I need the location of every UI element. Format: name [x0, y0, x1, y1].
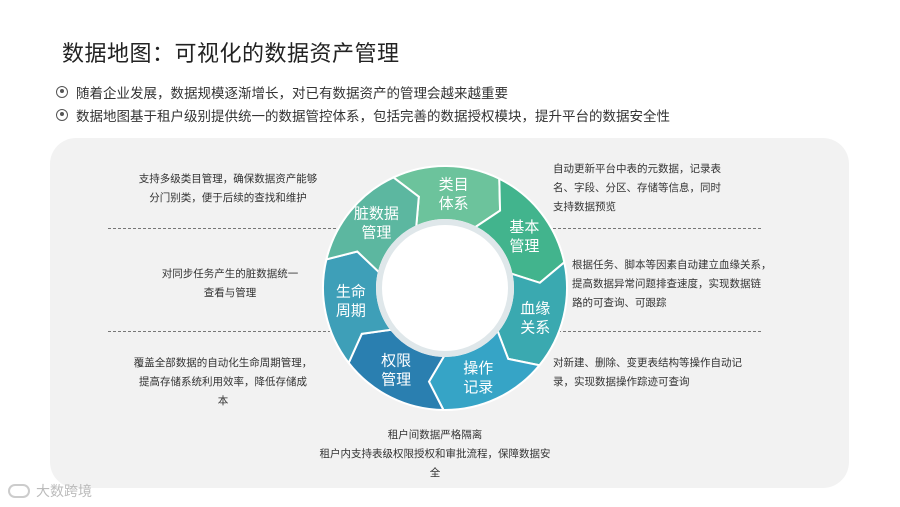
bullet-text: 随着企业发展，数据规模逐渐增长，对已有数据资产的管理会越来越重要	[76, 85, 508, 102]
desc-line: 租户间数据严格隔离	[387, 429, 483, 441]
cycle-segment-label: 记录	[463, 378, 493, 396]
lifecycle-description: 覆盖全部数据的自动化生命周期管理， 提高存储系统利用效率，降低存储成 本	[108, 354, 338, 411]
dirty-data-description: 对同步任务产生的脏数据统一 查看与管理	[130, 265, 330, 303]
basic-description: 自动更新平台中表的元数据，记录表 名、字段、分区、存储等信息，同时 支持数据预览	[553, 160, 753, 217]
page-title: 数据地图：可视化的数据资产管理	[62, 42, 400, 67]
cycle-segment-label: 管理	[361, 223, 391, 241]
desc-line: 分门别类，便于后续的查找和维护	[149, 192, 307, 204]
divider	[553, 331, 761, 332]
cycle-segment-label: 类目	[439, 175, 469, 193]
cycle-segment-label: 关系	[520, 318, 550, 336]
cycle-segment-label: 周期	[336, 302, 366, 320]
desc-line: 租户内支持表级权限授权和审批流程，保障数据安	[319, 448, 551, 460]
bullet-circle-icon	[56, 85, 68, 98]
bullet-text: 数据地图基于租户级别提供统一的数据管控体系，包括完善的数据授权模块，提升平台的数…	[76, 108, 670, 125]
desc-line: 覆盖全部数据的自动化生命周期管理，	[133, 357, 313, 369]
divider	[108, 228, 336, 229]
desc-line: 支持数据预览	[553, 201, 616, 213]
cycle-segment-label: 管理	[509, 237, 539, 255]
bullet-circle-icon	[56, 108, 68, 121]
desc-line: 名、字段、分区、存储等信息，同时	[553, 182, 721, 194]
watermark-logo-icon	[8, 484, 30, 498]
bullet-list: 随着企业发展，数据规模逐渐增长，对已有数据资产的管理会越来越重要 数据地图基于租…	[56, 80, 670, 126]
category-description: 支持多级类目管理，确保数据资产能够 分门别类，便于后续的查找和维护	[118, 170, 338, 208]
bullet-item: 数据地图基于租户级别提供统一的数据管控体系，包括完善的数据授权模块，提升平台的数…	[56, 103, 670, 126]
desc-line: 对新建、删除、变更表结构等操作自动记	[553, 357, 742, 369]
cycle-segment-label: 管理	[381, 370, 411, 388]
desc-line: 本	[217, 395, 229, 407]
cycle-center	[376, 219, 514, 357]
lineage-description: 根据任务、脚本等因素自动建立血缘关系， 提高数据异常问题排查速度，实现数据链 路…	[572, 256, 797, 313]
desc-line: 全	[429, 467, 441, 479]
desc-line: 自动更新平台中表的元数据，记录表	[553, 163, 721, 175]
operation-description: 对新建、删除、变更表结构等操作自动记 录，实现数据操作踪迹可查询	[553, 354, 768, 392]
permission-description: 租户间数据严格隔离 租户内支持表级权限授权和审批流程，保障数据安 全	[300, 426, 570, 483]
desc-line: 对同步任务产生的脏数据统一	[161, 268, 299, 280]
watermark-text: 大数跨境	[36, 484, 92, 500]
cycle-segment-label: 血缘	[520, 299, 550, 317]
cycle-segment-label: 生命	[336, 283, 366, 301]
cycle-segment-label: 基本	[509, 218, 539, 236]
desc-line: 提高存储系统利用效率，降低存储成	[139, 376, 307, 388]
cycle-segment-label: 权限	[381, 351, 411, 369]
cycle-segment-label: 脏数据	[354, 204, 399, 222]
desc-line: 支持多级类目管理，确保数据资产能够	[138, 173, 318, 185]
desc-line: 录，实现数据操作踪迹可查询	[553, 376, 690, 388]
watermark: 大数跨境	[8, 481, 92, 501]
divider	[553, 228, 761, 229]
bullet-item: 随着企业发展，数据规模逐渐增长，对已有数据资产的管理会越来越重要	[56, 80, 670, 103]
divider	[108, 331, 336, 332]
cycle-segment-label: 操作	[463, 359, 493, 377]
desc-line: 路的可查询、可跟踪	[572, 297, 667, 309]
desc-line: 查看与管理	[203, 287, 257, 299]
desc-line: 提高数据异常问题排查速度，实现数据链	[572, 278, 761, 290]
cycle-segment-label: 体系	[439, 194, 469, 212]
desc-line: 根据任务、脚本等因素自动建立血缘关系，	[572, 259, 772, 271]
